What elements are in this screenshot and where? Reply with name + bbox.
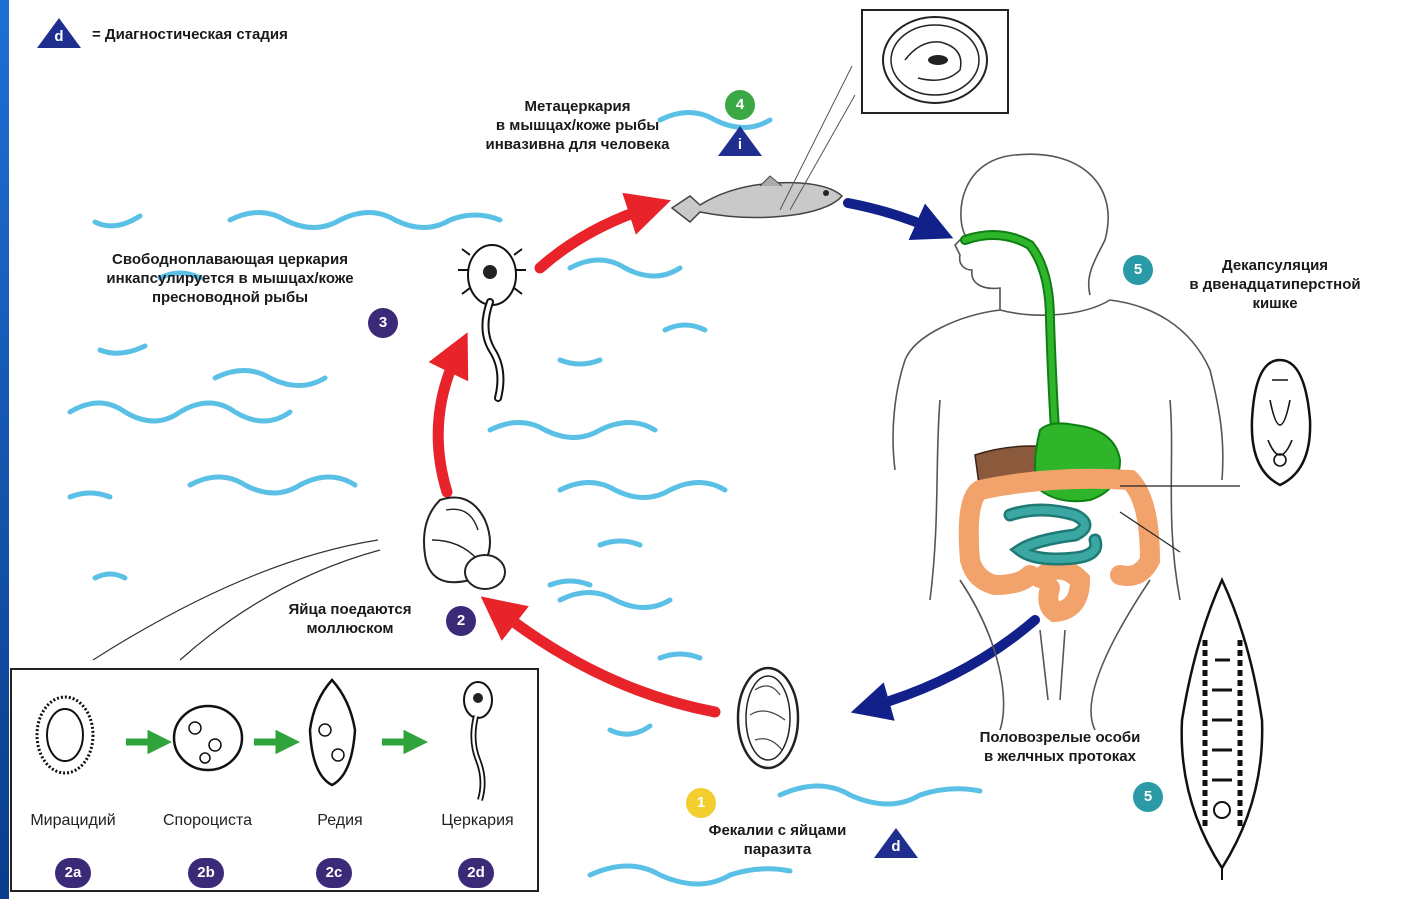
redia-icon <box>308 678 357 787</box>
diagnostic-d-letter: d <box>891 838 901 855</box>
inset-stage-drawings <box>35 678 493 801</box>
cercaria-icon <box>458 244 526 402</box>
colon <box>958 468 1161 623</box>
developmental-stages-inset <box>10 668 539 892</box>
step5a-label: Декапсуляция в двенадцатиперстной кишке <box>1155 256 1395 313</box>
stage-badge-2a: 2a <box>55 858 91 888</box>
legend-text: = Диагностическая стадия <box>92 26 288 43</box>
step5b-badge: 5 <box>1133 782 1163 812</box>
stage-label-sporocyst: Спороциста <box>162 812 253 829</box>
step4-label: Метацеркария в мышцах/коже рыбы инвазивн… <box>440 97 715 154</box>
stage-label-cercaria: Церкария <box>441 812 514 829</box>
step2-badge: 2 <box>446 606 476 636</box>
step5a-badge: 5 <box>1123 255 1153 285</box>
water-waves <box>67 110 983 887</box>
step4-line1: Метацеркария <box>524 98 631 115</box>
adult-fluke-icon <box>1180 576 1264 880</box>
step3-line2: инкапсулируется в мышцах/коже <box>106 270 354 287</box>
fish-icon <box>670 65 856 223</box>
step5b-label: Половозрелые особи в желчных протоках <box>945 728 1175 766</box>
stage-label-miracidium: Мирацидий <box>30 812 116 829</box>
arrow-human-to-egg <box>850 615 1040 721</box>
step5b-line2: в желчных протоках <box>984 748 1136 765</box>
metacercaria-inset <box>861 9 1009 114</box>
step5a-line1: Декапсуляция <box>1221 257 1329 274</box>
arrow-fish-to-human <box>843 198 954 241</box>
excysted-metacercaria-icon <box>1250 358 1312 487</box>
snail-icon <box>92 496 506 661</box>
step4-line2: в мышцах/коже рыбы <box>495 117 660 134</box>
diagnostic-stage-symbol: d <box>874 828 918 858</box>
infective-stage-symbol: i <box>718 126 762 156</box>
arrow-cercaria-to-fish <box>534 192 671 274</box>
esophagus-fill <box>962 232 1058 433</box>
inset-cercaria-icon <box>463 681 493 801</box>
step5a-line3: кишке <box>1252 295 1298 312</box>
blue-cycle-arrows <box>843 198 1040 721</box>
step5a-line2: в двенадцатиперстной <box>1189 276 1361 293</box>
step4-line3: инвазивна для человека <box>485 136 670 153</box>
legend-d-letter: d <box>54 28 64 45</box>
red-cycle-arrows <box>428 192 721 718</box>
human-figure <box>892 153 1224 731</box>
stage-badge-2b: 2b <box>188 858 224 888</box>
stage-badge-2c: 2c <box>316 858 352 888</box>
step1-line1: Фекалии с яйцами <box>708 822 847 839</box>
sporocyst-icon <box>172 704 244 772</box>
stage-label-redia: Редия <box>317 812 363 829</box>
stage-badge-2d: 2d <box>458 858 494 888</box>
infective-i-letter: i <box>737 136 743 153</box>
slide-edge-bar <box>0 0 9 899</box>
step2-label: Яйца поедаются моллюском <box>255 600 445 638</box>
diagnostic-stage-legend-symbol: d <box>37 18 81 48</box>
step2-line1: Яйца поедаются <box>288 601 412 618</box>
step5b-line1: Половозрелые особи <box>979 729 1141 746</box>
step3-line1: Свободноплавающая церкария <box>112 251 348 268</box>
step3-label: Свободноплавающая церкария инкапсулирует… <box>50 250 410 307</box>
miracidium-icon <box>35 695 95 775</box>
digestive-organs <box>958 230 1240 623</box>
step1-label: Фекалии с яйцами паразита <box>670 821 885 859</box>
step3-line3: пресноводной рыбы <box>151 289 309 306</box>
arrow-snail-to-cercaria <box>428 332 469 498</box>
step1-line2: паразита <box>743 841 812 858</box>
step2-line2: моллюском <box>306 620 394 637</box>
step4-badge: 4 <box>725 90 755 120</box>
step3-badge: 3 <box>368 308 398 338</box>
arrow-egg-to-snail <box>480 596 721 718</box>
egg-icon <box>736 666 800 770</box>
step1-badge: 1 <box>686 788 716 818</box>
